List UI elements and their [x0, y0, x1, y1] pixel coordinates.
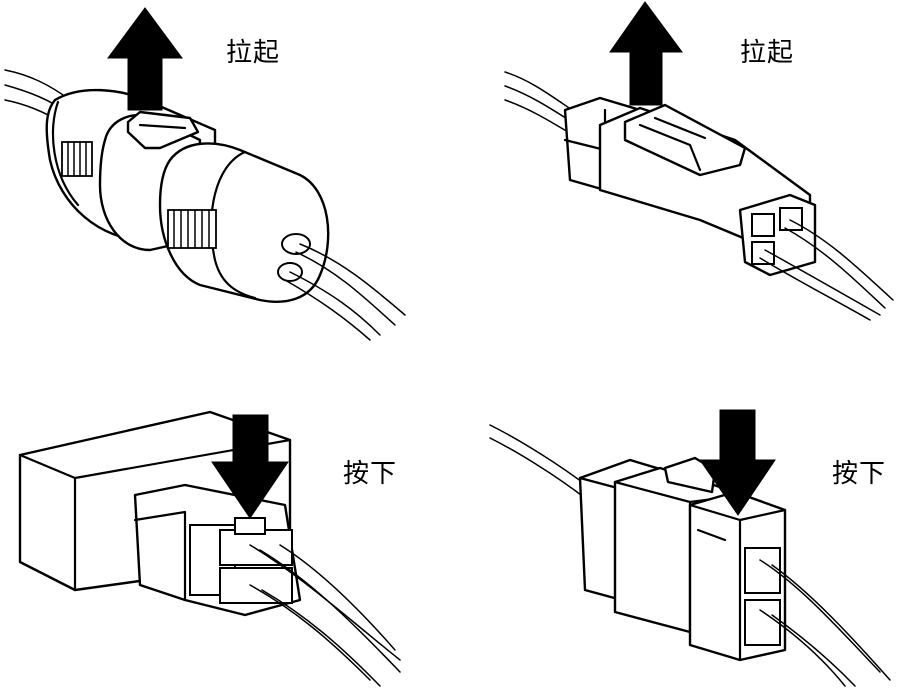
push-down-label: 按下 [832, 459, 887, 489]
pull-up-label: 拉起 [226, 38, 281, 68]
rectangular-connector [504, 71, 894, 321]
arrow-down-icon [211, 414, 289, 519]
arrow-down-icon [699, 409, 776, 516]
arrow-up-icon [107, 7, 183, 111]
pull-up-label: 拉起 [740, 38, 795, 68]
box-mounted-connector [18, 410, 401, 687]
round-connector [4, 69, 406, 341]
inline-connector [489, 424, 891, 687]
arrow-up-icon [609, 1, 683, 106]
push-down-label: 按下 [343, 459, 398, 489]
